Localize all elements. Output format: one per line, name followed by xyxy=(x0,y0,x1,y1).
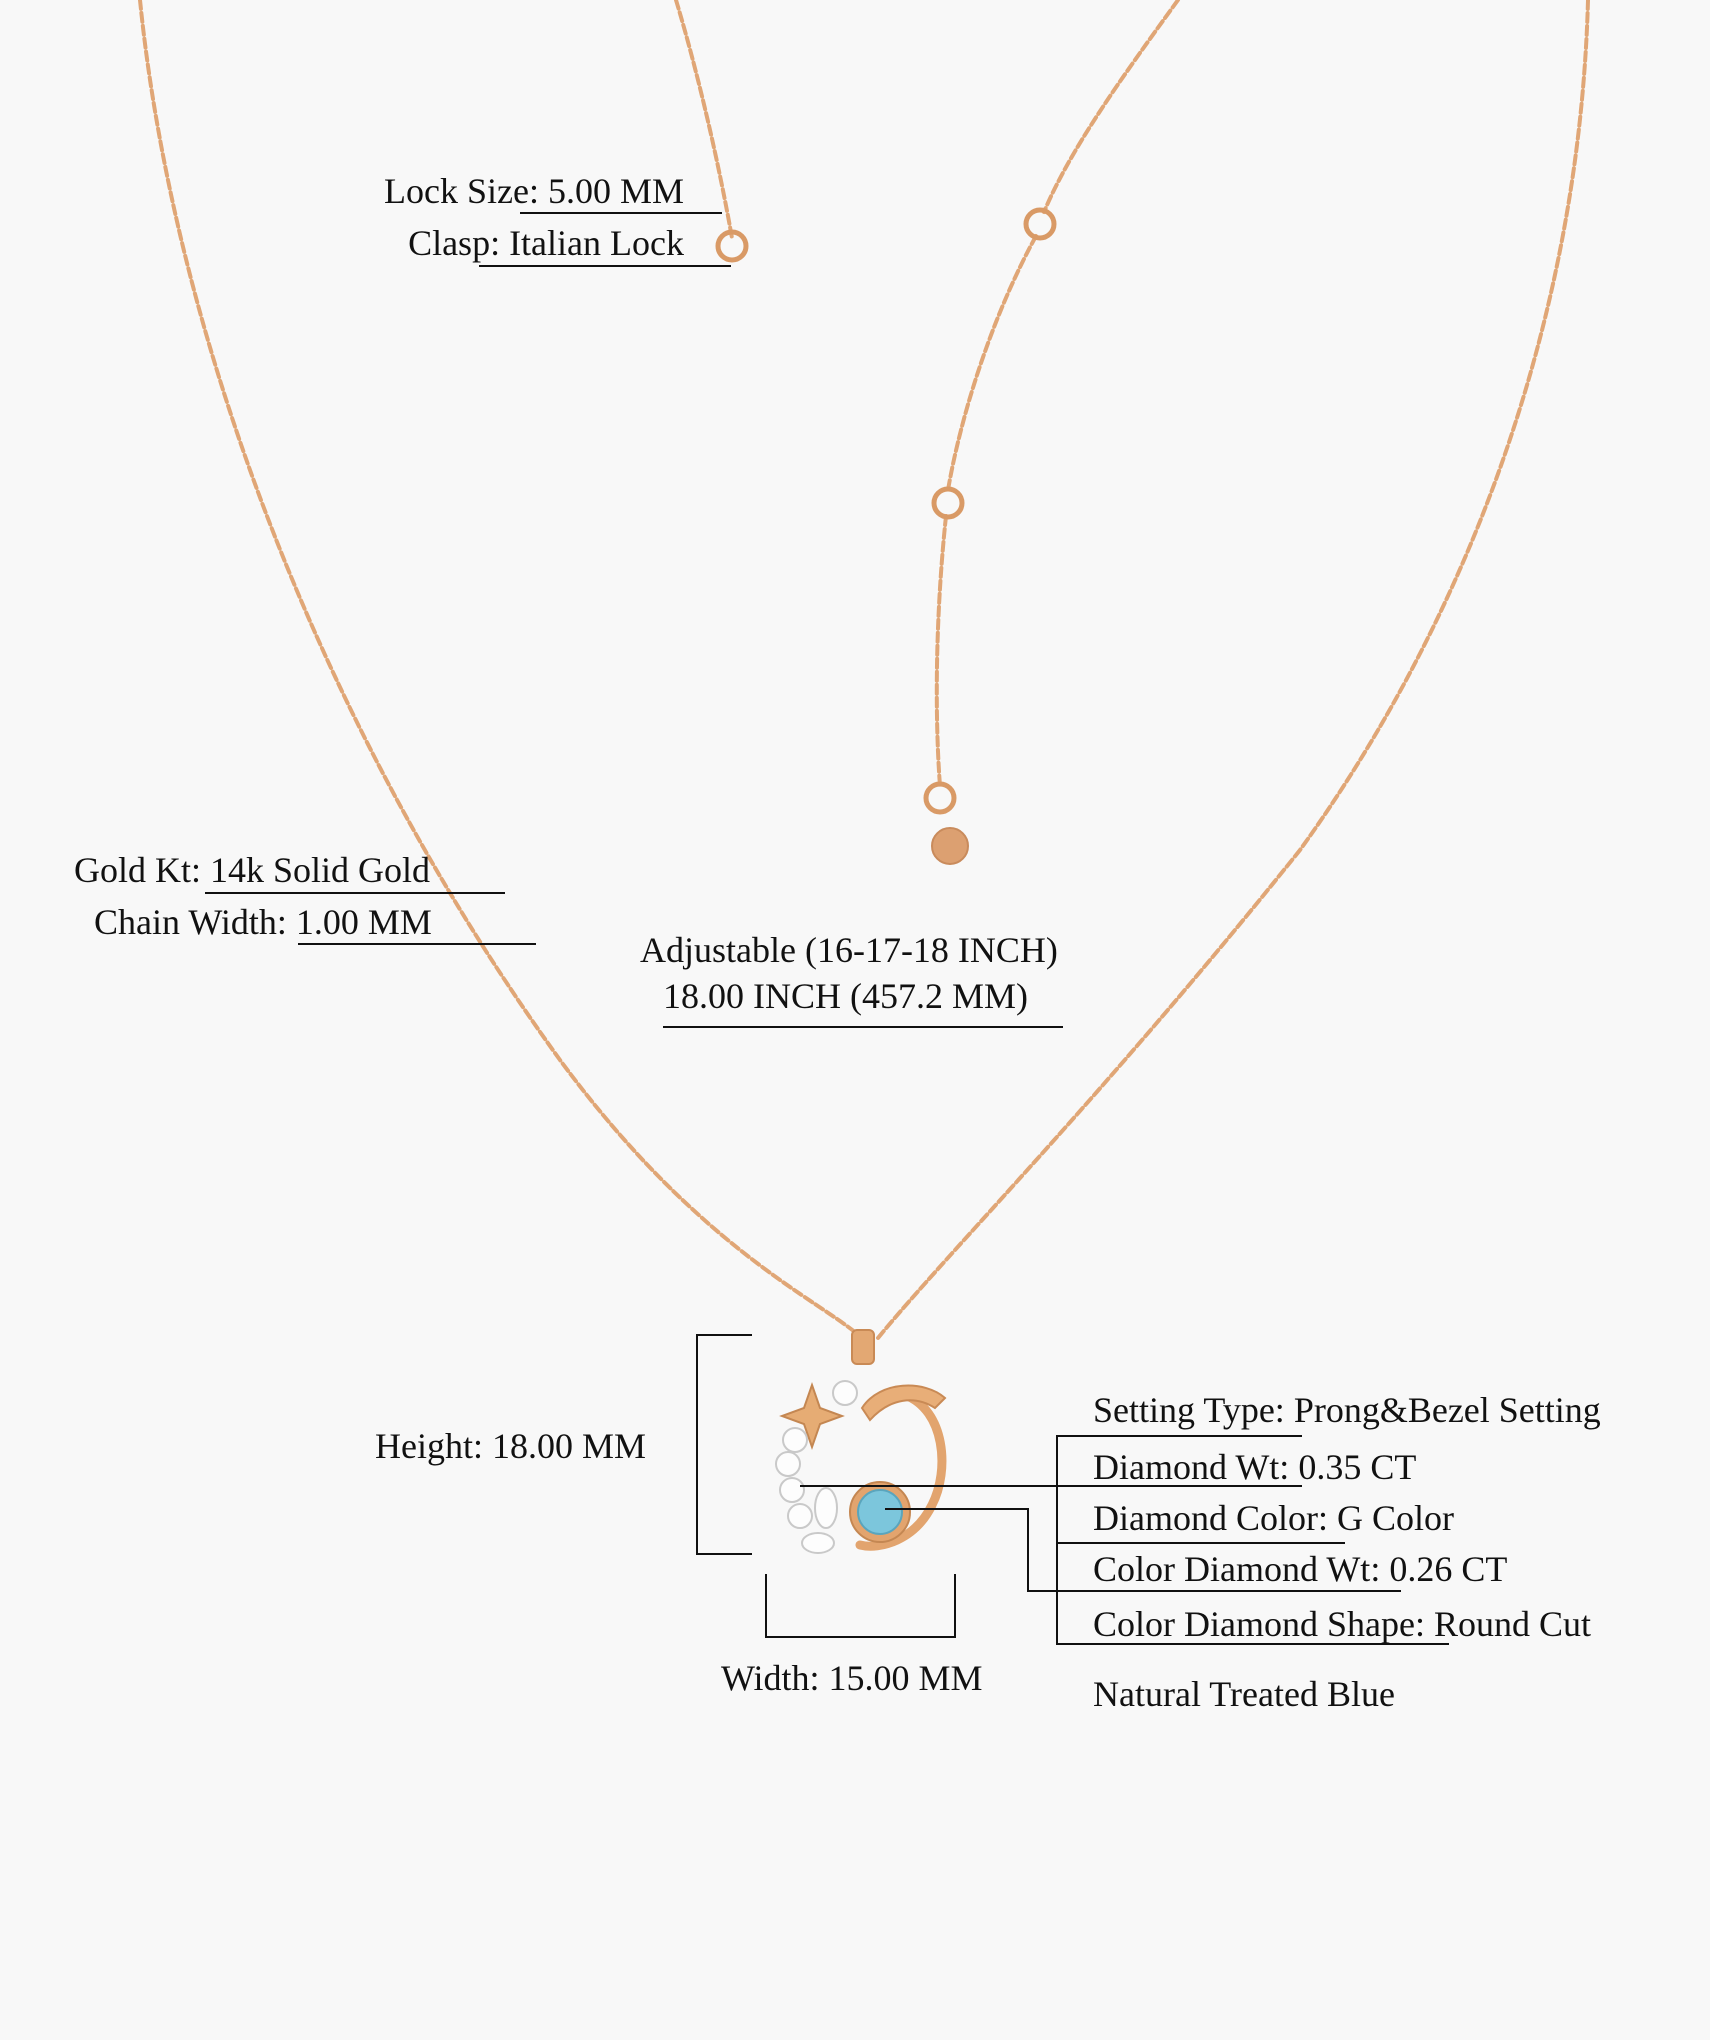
height-bracket-top xyxy=(696,1334,752,1336)
clasp-ring xyxy=(715,229,749,263)
width-bracket-bottom xyxy=(765,1636,956,1638)
right-chain xyxy=(876,0,1590,1340)
adjustable-length-label: Adjustable (16-17-18 INCH) xyxy=(640,930,1058,970)
color-diamond-shape-underline xyxy=(1056,1643,1449,1645)
blue-stone xyxy=(857,1489,903,1535)
charm-disc xyxy=(931,827,969,865)
color-diamond-wt-underline xyxy=(1027,1590,1401,1592)
extension-ring-3 xyxy=(923,781,957,815)
height-label: Height: 18.00 MM xyxy=(375,1426,647,1466)
width-bracket-left xyxy=(765,1574,767,1638)
width-bracket-right xyxy=(954,1574,956,1638)
lock-size-underline xyxy=(520,212,722,214)
chain-length-underline xyxy=(663,1026,1063,1028)
width-label: Width: 15.00 MM xyxy=(721,1658,983,1698)
pendant xyxy=(775,1329,947,1554)
extension-chain-middle xyxy=(946,234,1038,492)
left-chain xyxy=(138,0,864,1340)
color-diamond-leader-horizontal xyxy=(885,1508,1029,1510)
height-bracket-bottom xyxy=(696,1553,752,1555)
color-diamond-shape-label: Color Diamond Shape: Round Cut xyxy=(1093,1604,1591,1644)
clasp-underline xyxy=(479,265,731,267)
gold-kt-label: Gold Kt: 14k Solid Gold xyxy=(74,850,431,890)
color-diamond-type-label: Natural Treated Blue xyxy=(1093,1674,1395,1714)
setting-type-label: Setting Type: Prong&Bezel Setting xyxy=(1093,1390,1601,1430)
lock-size-label: Lock Size: 5.00 MM xyxy=(384,171,684,211)
clasp-chain xyxy=(674,0,734,240)
diamond-wt-leader xyxy=(800,1485,1302,1487)
chain-length-label: 18.00 INCH (457.2 MM) xyxy=(663,976,1028,1016)
extension-chain-upper xyxy=(1042,0,1180,214)
extension-ring-1 xyxy=(1023,207,1057,241)
color-diamond-wt-label: Color Diamond Wt: 0.26 CT xyxy=(1093,1549,1508,1589)
setting-type-underline xyxy=(1056,1435,1302,1437)
diamond-wt-label: Diamond Wt: 0.35 CT xyxy=(1093,1447,1417,1487)
gold-kt-underline xyxy=(205,892,505,894)
extension-chain-lower xyxy=(934,514,948,788)
height-bracket-side xyxy=(696,1334,698,1554)
diamond-color-label: Diamond Color: G Color xyxy=(1093,1498,1454,1538)
color-diamond-leader-vertical xyxy=(1027,1508,1029,1592)
chain-width-underline xyxy=(298,943,536,945)
chain-width-label: Chain Width: 1.00 MM xyxy=(94,902,432,942)
extension-ring-2 xyxy=(931,486,965,520)
clasp-label: Clasp: Italian Lock xyxy=(408,223,684,263)
stone-specs-bracket xyxy=(1056,1435,1058,1645)
diamond-color-underline xyxy=(1056,1542,1345,1544)
